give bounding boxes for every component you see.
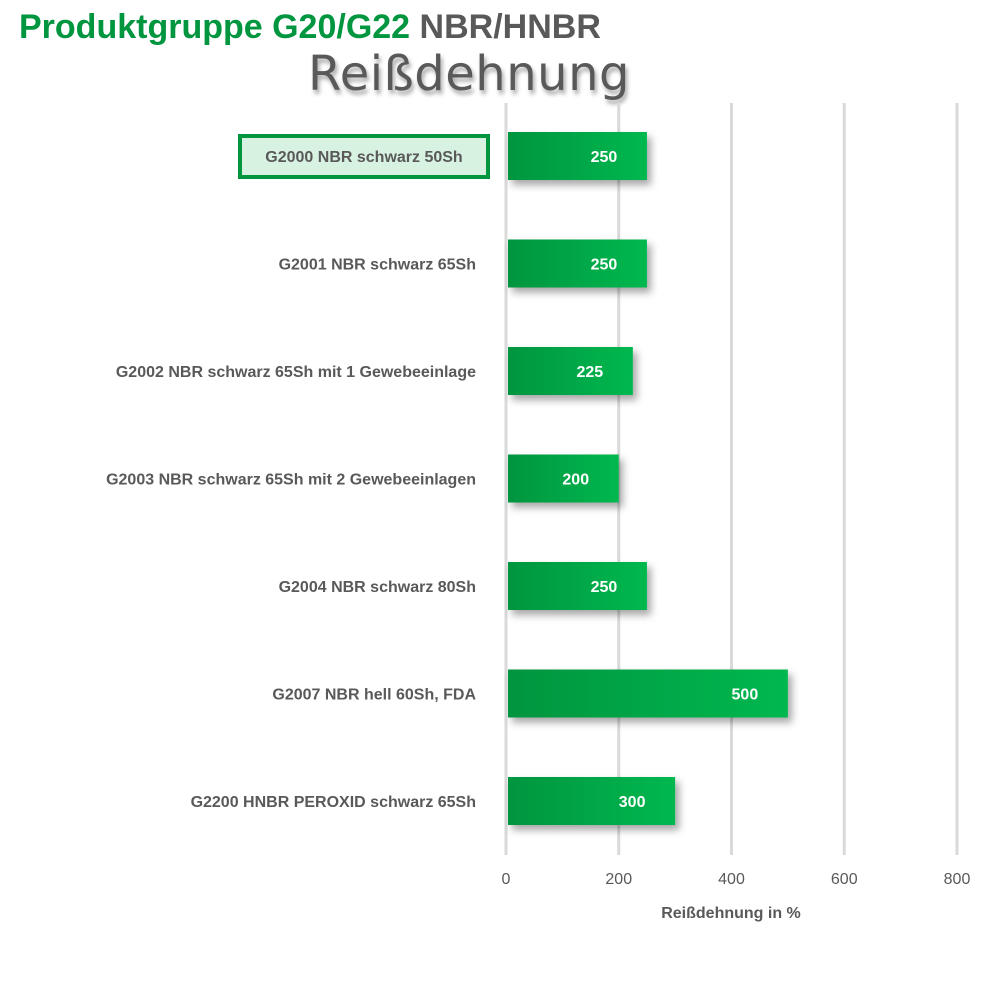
bar[interactable] <box>508 347 633 395</box>
chart-subtitle: Reißdehnung <box>308 46 630 102</box>
bar-value-label: 200 <box>562 472 589 489</box>
title-product-group: Produktgruppe G20/G22 <box>19 8 411 46</box>
bar-value-label: 225 <box>576 364 603 381</box>
bar-value-label: 250 <box>591 257 618 274</box>
category-label: G2007 NBR hell 60Sh, FDA <box>272 687 476 704</box>
category-label: G2001 NBR schwarz 65Sh <box>279 257 476 274</box>
category-label: G2003 NBR schwarz 65Sh mit 2 Gewebeeinla… <box>106 472 476 489</box>
bar[interactable] <box>508 239 647 288</box>
category-label: G2000 NBR schwarz 50Sh <box>265 149 462 166</box>
bar[interactable] <box>508 132 647 180</box>
x-axis-label: Reißdehnung in % <box>661 905 801 922</box>
chart-title: Produktgruppe G20/G22 NBR/HNBR <box>19 8 601 47</box>
x-tick-label: 0 <box>502 871 511 888</box>
category-highlight-box <box>238 134 490 179</box>
title-material: NBR/HNBR <box>419 8 601 46</box>
bar[interactable] <box>508 777 676 825</box>
x-tick-label: 400 <box>718 871 745 888</box>
category-label: G2002 NBR schwarz 65Sh mit 1 Gewebeeinla… <box>116 364 476 381</box>
x-tick-label: 600 <box>831 871 858 888</box>
bar-value-label: 250 <box>591 579 618 596</box>
category-label: G2004 NBR schwarz 80Sh <box>279 579 476 596</box>
bar-value-label: 500 <box>732 687 759 704</box>
category-label: G2200 HNBR PEROXID schwarz 65Sh <box>191 794 476 811</box>
bar-value-label: 250 <box>591 149 618 166</box>
bar[interactable] <box>508 669 788 718</box>
bar-value-label: 300 <box>619 794 646 811</box>
x-tick-label: 800 <box>944 871 971 888</box>
bar[interactable] <box>508 454 619 503</box>
x-tick-label: 200 <box>605 871 632 888</box>
bar[interactable] <box>508 562 647 610</box>
